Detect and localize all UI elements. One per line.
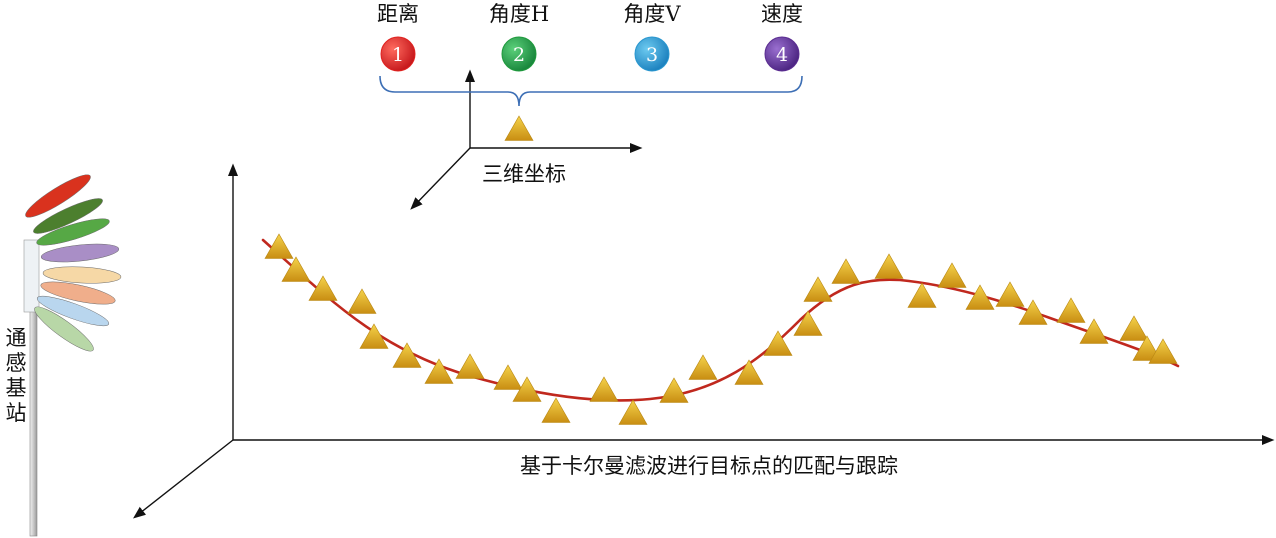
badge-number: 1	[392, 44, 404, 66]
target-point	[1148, 338, 1178, 364]
badge-circle	[764, 36, 800, 72]
target-point	[308, 275, 338, 301]
badge-circle	[380, 36, 416, 72]
coordinate-target-triangle	[504, 115, 534, 141]
badge-number: 4	[776, 44, 788, 66]
beam-lobe	[34, 306, 94, 352]
target-point	[874, 253, 904, 279]
target-point	[264, 233, 294, 259]
diagram-caption: 基于卡尔曼滤波进行目标点的匹配与跟踪	[520, 454, 898, 478]
beam-lobe	[40, 243, 120, 263]
base-station	[23, 174, 122, 537]
target-point	[688, 354, 718, 380]
target-point	[734, 359, 764, 385]
tracking-axes	[133, 163, 1275, 519]
coordinate-target-marker	[504, 115, 534, 141]
beam-lobe	[40, 281, 116, 305]
parameter-brace	[379, 75, 803, 107]
station-label-char: 基	[5, 376, 27, 400]
coordinate-label: 三维坐标	[482, 162, 566, 186]
target-point	[424, 358, 454, 384]
parameter-label-4: 速度	[761, 2, 803, 26]
badge-circle	[634, 36, 670, 72]
badge-number: 3	[646, 44, 658, 66]
badge-circle	[501, 36, 537, 72]
target-point	[763, 330, 793, 356]
antenna-beams	[25, 174, 122, 352]
target-point	[1079, 318, 1109, 344]
target-point	[803, 276, 833, 302]
target-point	[281, 256, 311, 282]
target-point	[793, 310, 823, 336]
target-point	[359, 323, 389, 349]
parameter-label-1: 距离	[377, 2, 419, 26]
parameter-badge-3: 3	[634, 36, 670, 72]
parameter-badge-2: 2	[501, 36, 537, 72]
parameter-badge-1: 1	[380, 36, 416, 72]
parameter-badge-4: 4	[764, 36, 800, 72]
beam-lobe	[25, 174, 91, 218]
beam-lobe	[36, 218, 110, 246]
antenna-panel	[23, 239, 40, 313]
target-point	[455, 353, 485, 379]
target-point	[1056, 297, 1086, 323]
target-point	[1119, 315, 1149, 341]
target-point	[1018, 299, 1048, 325]
target-point	[541, 397, 571, 423]
parameter-badges: 1 2 3 4	[380, 36, 800, 72]
target-point	[831, 258, 861, 284]
target-point	[589, 376, 619, 402]
target-point	[392, 342, 422, 368]
target-point	[965, 284, 995, 310]
beam-lobe	[33, 198, 103, 234]
coordinate-axes	[410, 69, 643, 210]
station-label: 通感基站	[4, 326, 28, 426]
station-label-char: 感	[5, 351, 27, 375]
station-label-char: 通	[5, 326, 27, 350]
axis-depth	[133, 439, 234, 519]
target-point	[907, 282, 937, 308]
target-point	[659, 377, 689, 403]
target-point	[347, 288, 377, 314]
target-points	[264, 233, 1178, 425]
coord-axis-depth	[410, 147, 471, 210]
target-point	[493, 364, 523, 390]
parameter-label-2: 角度H	[488, 2, 550, 26]
target-point	[937, 262, 967, 288]
target-point	[995, 281, 1025, 307]
beam-lobe	[42, 266, 122, 284]
target-point	[618, 399, 648, 425]
beam-lobe	[36, 295, 110, 327]
parameter-label-3: 角度V	[623, 2, 681, 26]
station-label-char: 站	[5, 401, 27, 425]
badge-number: 2	[513, 44, 525, 66]
target-point	[512, 376, 542, 402]
